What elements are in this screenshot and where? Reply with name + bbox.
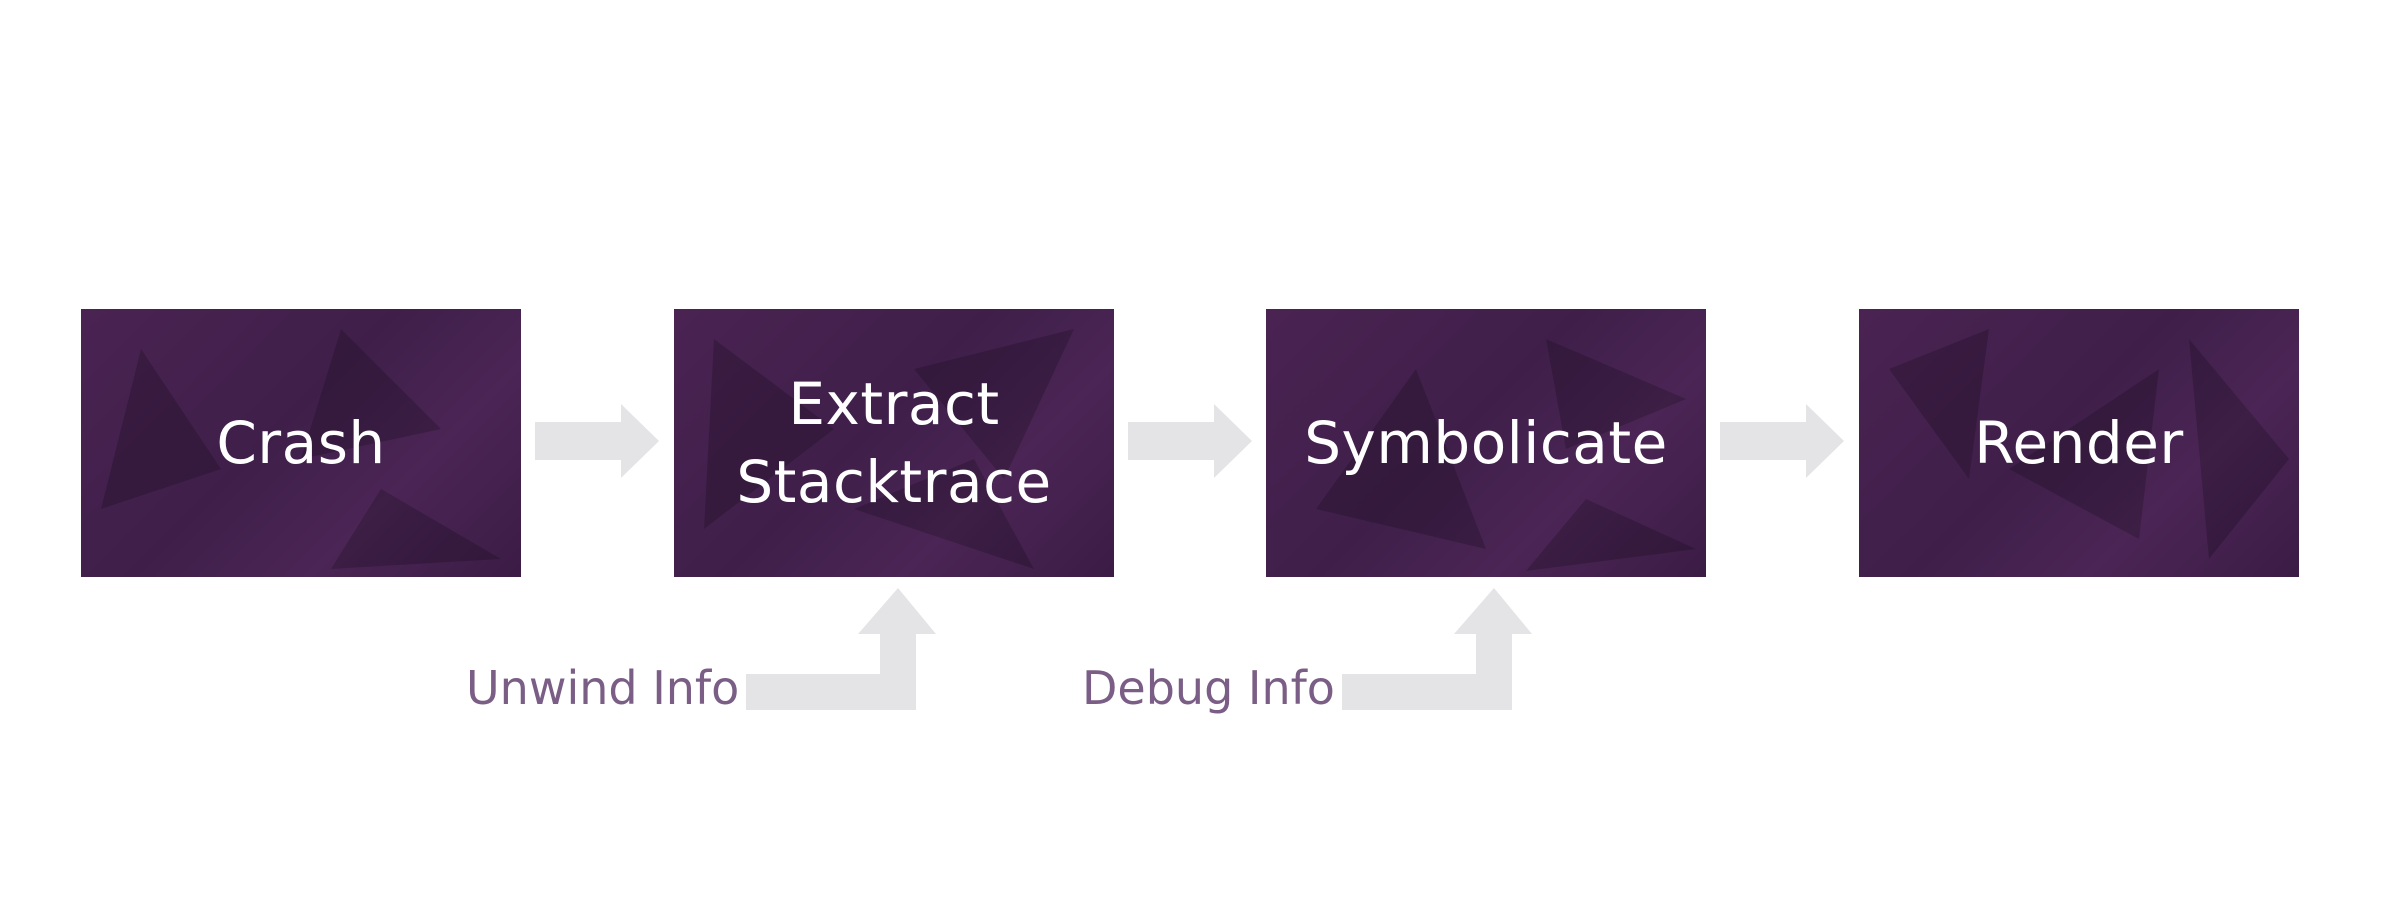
input-label-unwind-info: Unwind Info [466,661,740,715]
step-label-extract-stacktrace: Extract Stacktrace [736,369,1052,516]
arrow-right-icon [1720,404,1844,478]
bent-arrow-up-icon [746,588,936,710]
step-label-render: Render [1974,408,2184,477]
box-texture [101,329,501,569]
box-texture [1889,329,2289,559]
box-texture [704,329,1074,569]
box-texture [1316,339,1696,571]
arrow-right-icon [1128,404,1252,478]
arrow-right-icon [535,404,659,478]
step-box-symbolicate: Symbolicate [1266,309,1706,577]
step-label-crash: Crash [216,408,386,477]
bent-arrow-up-icon [1342,588,1532,710]
step-label-symbolicate: Symbolicate [1304,408,1668,477]
input-label-debug-info: Debug Info [1082,661,1335,715]
step-box-crash: Crash [81,309,521,577]
step-box-extract-stacktrace: Extract Stacktrace [674,309,1114,577]
step-box-render: Render [1859,309,2299,577]
